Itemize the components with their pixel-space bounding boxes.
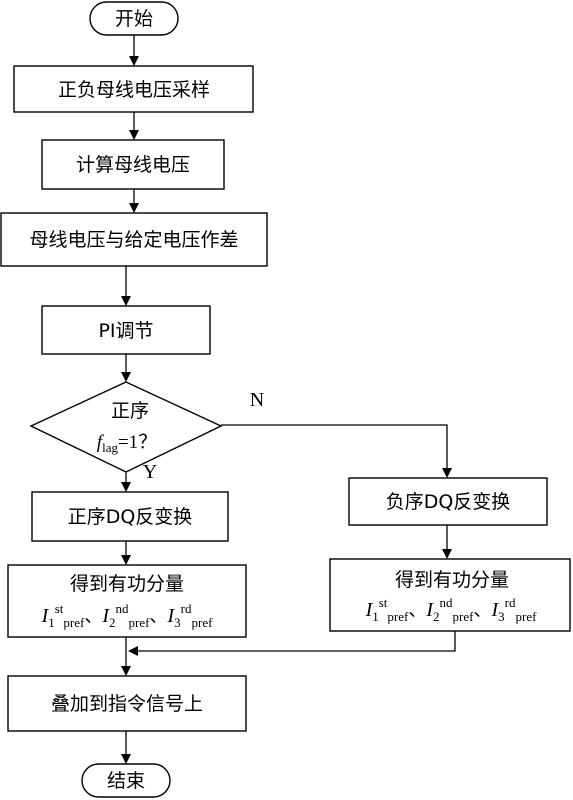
yes-label: Y (143, 461, 157, 483)
calc-label: 计算母线电压 (76, 154, 190, 176)
right-active-node: 得到有功分量 I1stpref、I2ndpref、I3rdpref (329, 558, 571, 632)
pos-dq-label: 正序DQ反变换 (68, 506, 193, 528)
right-active-label: 得到有功分量 (395, 569, 509, 591)
connectors (121, 35, 456, 764)
no-label: N (250, 389, 264, 411)
superpose-node: 叠加到指令信号上 (7, 675, 247, 732)
decision-line2: flag=1？ (97, 432, 157, 455)
pi-node: PI调节 (41, 305, 211, 355)
start-node: 开始 (89, 1, 179, 36)
diff-label: 母线电压与给定电压作差 (29, 229, 238, 251)
neg-dq-label: 负序DQ反变换 (386, 491, 511, 513)
sample-label: 正负母线电压采样 (58, 79, 210, 101)
sample-node: 正负母线电压采样 (13, 65, 254, 113)
start-label: 开始 (115, 8, 153, 30)
left-active-node: 得到有功分量 I1stpref、I2ndpref、I3rdpref (7, 564, 247, 638)
pos-dq-node: 正序DQ反变换 (31, 491, 229, 542)
end-label: 结束 (107, 770, 145, 792)
pi-label: PI调节 (98, 320, 153, 342)
end-node: 结束 (81, 763, 171, 798)
calc-node: 计算母线电压 (41, 139, 225, 190)
left-active-label: 得到有功分量 (70, 573, 184, 595)
left-components: I1stpref、I2ndpref、I3rdpref (41, 601, 214, 630)
superpose-label: 叠加到指令信号上 (51, 693, 203, 715)
decision-line1: 正序 (111, 400, 149, 422)
diff-node: 母线电压与给定电压作差 (0, 212, 268, 267)
neg-dq-node: 负序DQ反变换 (348, 477, 548, 526)
right-components: I1stpref、I2ndpref、I3rdpref (365, 595, 538, 624)
decision-node: 正序 flag=1？ (29, 381, 223, 473)
